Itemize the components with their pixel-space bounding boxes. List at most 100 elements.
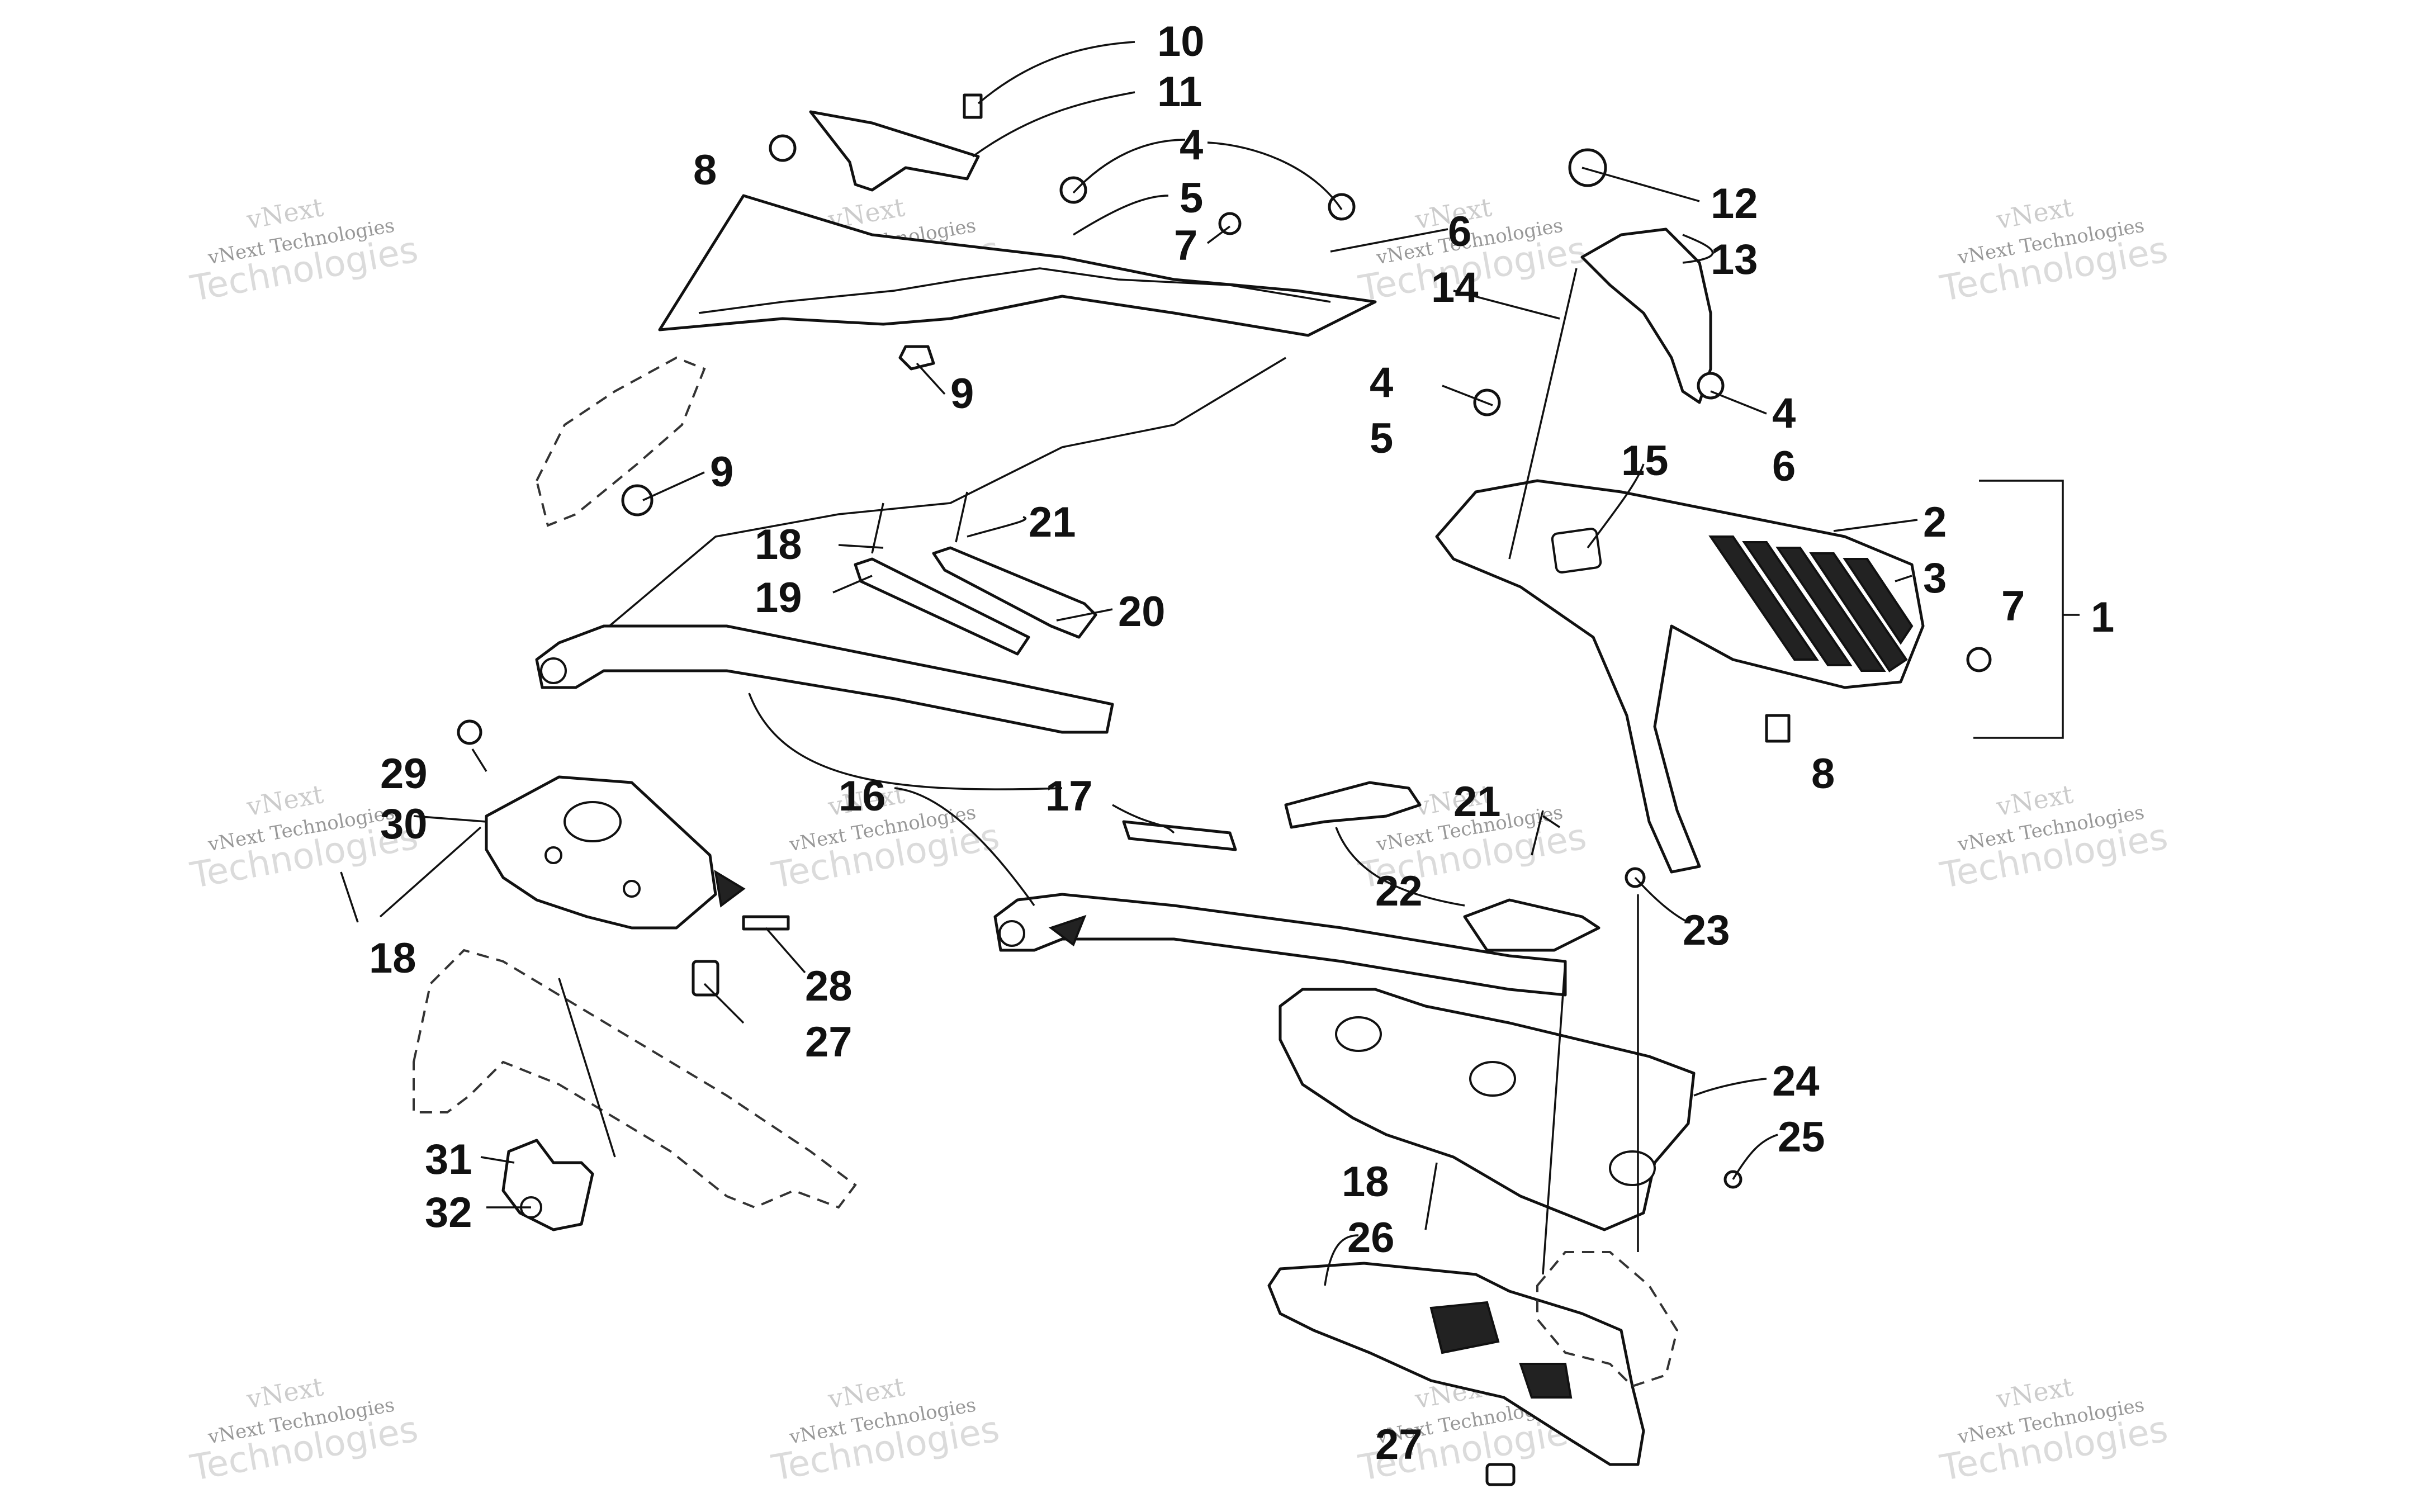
bracket-22b (1463, 898, 1600, 952)
plate-31 (501, 1139, 594, 1231)
clip-27 (692, 960, 719, 997)
leader-lines (379, 41, 1918, 1286)
callout-22: 22 (1375, 868, 1423, 915)
rail-eye (540, 657, 567, 684)
callout-24: 24 (1772, 1058, 1820, 1105)
callout-3: 3 (1923, 554, 1947, 602)
left-side-panel (658, 194, 1377, 337)
bracket-19 (854, 557, 1030, 656)
callout-7b: 7 (2001, 582, 2025, 630)
callout-31: 31 (425, 1136, 472, 1183)
ghost-right-bracket (1536, 1251, 1679, 1388)
callout-8b: 8 (1811, 750, 1835, 798)
clip-27b (1485, 1463, 1516, 1486)
callout-12: 12 (1711, 180, 1758, 227)
fastener-29 (457, 719, 482, 745)
callout-17: 17 (1045, 772, 1093, 820)
group-bracket-1 (1973, 480, 2080, 739)
callout-18c: 18 (369, 935, 416, 982)
callout-23: 23 (1683, 907, 1730, 954)
callout-8: 8 (693, 146, 717, 194)
block-hole (564, 801, 622, 842)
watermark: vNext vNext Technologies Technologies (1937, 192, 2171, 310)
callout-11: 11 (1157, 68, 1202, 116)
callout-16: 16 (839, 772, 886, 820)
fastener-12 (1568, 148, 1607, 187)
nut-9b (621, 484, 654, 516)
callout-26: 26 (1347, 1214, 1395, 1262)
callout-6: 6 (1448, 208, 1471, 255)
fastener-10 (963, 93, 983, 119)
callout-9b: 9 (710, 448, 733, 496)
block-hole-small (544, 846, 562, 864)
upper-tunnel-rail (535, 624, 1114, 734)
callout-27: 27 (805, 1018, 853, 1066)
callout-21: 21 (1029, 499, 1076, 546)
bracket-24 (1278, 988, 1696, 1231)
callout-4: 4 (1180, 121, 1203, 169)
callout-13: 13 (1711, 236, 1758, 283)
skid-recess (1429, 1301, 1500, 1354)
rail-eye (998, 920, 1025, 947)
watermark: vNext vNext Technologies Technologies (187, 192, 422, 310)
callout-19: 19 (755, 574, 802, 622)
steering-block (485, 775, 717, 930)
lower-tunnel-rail (993, 893, 1567, 997)
watermark: vNext vNext Technologies Technologies (1937, 779, 2171, 897)
block-hole-small (623, 880, 641, 898)
callout-6b: 6 (1772, 443, 1796, 490)
bracket-20 (932, 546, 1097, 639)
fastener-8 (769, 134, 797, 162)
grommet-15 (1551, 528, 1602, 573)
callout-30: 30 (380, 800, 428, 848)
callout-29: 29 (380, 750, 428, 798)
skid-recess (1519, 1363, 1573, 1399)
callout-15: 15 (1621, 437, 1669, 485)
parts (340, 93, 2080, 1486)
callout-4b: 4 (1370, 359, 1393, 406)
callout-27b: 27 (1375, 1421, 1423, 1468)
nut-9 (898, 345, 935, 371)
callout-21b: 21 (1453, 778, 1501, 826)
callout-18: 18 (755, 521, 802, 568)
callout-5b: 5 (1370, 415, 1393, 462)
callout-2: 2 (1923, 499, 1947, 546)
fasteners (457, 93, 1992, 1189)
arrow-marker (714, 870, 746, 908)
ghost-lower-frame (413, 949, 857, 1209)
callout-9: 9 (950, 370, 974, 418)
callout-7: 7 (1174, 222, 1197, 269)
panel-crease (698, 267, 1331, 314)
callout-18b: 18 (1342, 1158, 1389, 1206)
pins (340, 491, 1544, 1230)
arrow-marker (1048, 914, 1087, 947)
bracket-24-hole (1335, 1016, 1382, 1052)
callout-25: 25 (1778, 1113, 1825, 1161)
bracket-24-hole (1609, 1150, 1656, 1186)
fastener-7 (1218, 212, 1242, 235)
watermark: vNext vNext Technologies Technologies (769, 1371, 1003, 1489)
vent-cover (1580, 227, 1712, 404)
callout-1: 1 (2091, 594, 2114, 641)
callout-10: 10 (1157, 18, 1205, 65)
callout-5: 5 (1180, 174, 1203, 222)
callout-32: 32 (425, 1189, 472, 1236)
fastener-4 (1059, 176, 1087, 204)
strip-17 (1122, 820, 1237, 851)
callouts: 10 11 8 4 5 7 6 14 9 9 12 13 4 5 4 6 15 … (369, 18, 2114, 1468)
ghost-left-bracket (535, 356, 706, 527)
fastener-4d (1697, 372, 1725, 400)
fastener-7b (1966, 647, 1992, 672)
skid-plate-26 (1267, 1262, 1645, 1466)
bracket-24-hole (1469, 1061, 1516, 1097)
callout-28: 28 (805, 963, 853, 1010)
callout-4c: 4 (1772, 390, 1796, 437)
fastener-8b (1765, 714, 1791, 743)
callout-14: 14 (1431, 264, 1479, 311)
bracket-22 (1284, 781, 1422, 829)
decal-stripes (1708, 535, 1914, 672)
callout-20: 20 (1118, 588, 1166, 636)
bolt-28 (742, 915, 790, 931)
